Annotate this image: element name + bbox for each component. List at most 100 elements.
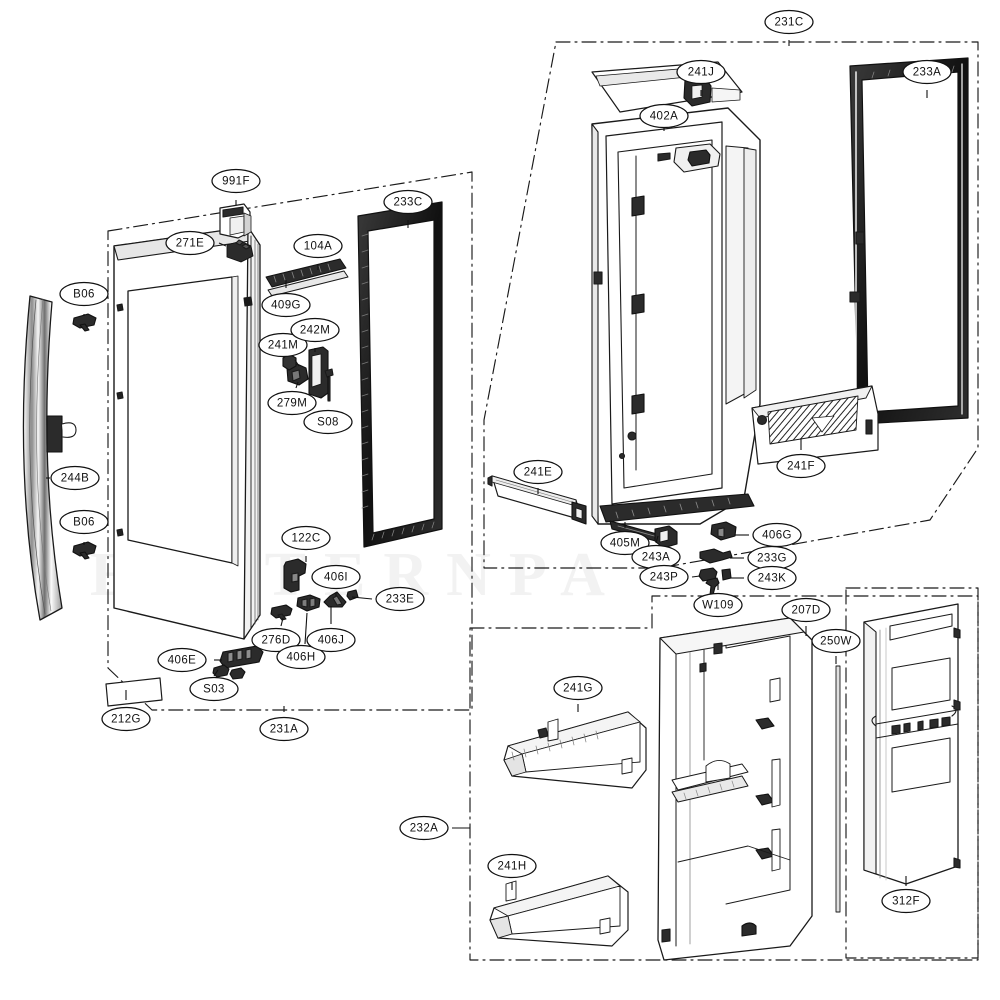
callout-241M[interactable]: 241M [258, 332, 308, 367]
callout-bubble[interactable] [50, 465, 100, 491]
callout-406I[interactable]: 406I [311, 564, 361, 597]
part-243K-pin [721, 568, 732, 581]
callout-232A[interactable]: 232A [399, 815, 470, 841]
callout-label: 241G [563, 683, 593, 695]
callout-122C[interactable]: 122C [281, 525, 331, 563]
callout-bubble[interactable] [676, 59, 726, 85]
part-244B-door-handle [22, 295, 77, 621]
callout-bubble[interactable] [290, 317, 340, 343]
callout-402A[interactable]: 402A [639, 103, 689, 132]
callout-243K[interactable]: 243K [730, 565, 797, 591]
callout-label: 241H [497, 861, 526, 873]
callout-bubble[interactable] [211, 168, 261, 194]
callout-bubble[interactable] [639, 564, 689, 590]
callout-271E[interactable]: 271E [165, 230, 227, 256]
callout-bubble[interactable] [59, 509, 109, 535]
callout-231A[interactable]: 231A [259, 706, 309, 742]
part-233A-door-gasket [849, 57, 969, 425]
callout-bubble[interactable] [189, 676, 239, 702]
callout-276D[interactable]: 276D [251, 617, 301, 653]
callout-233C[interactable]: 233C [383, 189, 433, 229]
callout-207D[interactable]: 207D [781, 597, 831, 637]
callout-bubble[interactable] [639, 103, 689, 129]
callout-312F[interactable]: 312F [881, 876, 931, 914]
part-right-door-liner [591, 107, 761, 525]
callout-bubble[interactable] [165, 230, 215, 256]
callout-406J[interactable]: 406J [306, 606, 356, 653]
callout-241G[interactable]: 241G [553, 675, 603, 713]
callout-bubble[interactable] [487, 853, 537, 879]
callout-bubble[interactable] [776, 453, 826, 479]
callout-405M[interactable]: 405M [600, 522, 650, 556]
callout-bubble[interactable] [267, 390, 317, 416]
callout-S08[interactable]: S08 [303, 376, 353, 435]
callout-243P[interactable]: 243P [639, 564, 701, 590]
callout-bubble[interactable] [281, 525, 331, 551]
callout-bubble[interactable] [399, 815, 449, 841]
part-406G-clip [710, 521, 737, 541]
callout-279M[interactable]: 279M [267, 381, 317, 416]
callout-bubble[interactable] [764, 9, 814, 35]
callout-231C[interactable]: 231C [764, 9, 814, 47]
callout-bubble[interactable] [902, 59, 952, 85]
callout-bubble[interactable] [303, 409, 353, 435]
callout-242M[interactable]: 242M [290, 317, 340, 353]
callout-bubble[interactable] [261, 292, 311, 318]
callout-bubble[interactable] [383, 189, 433, 215]
callout-W109[interactable]: W109 [693, 584, 743, 618]
callout-label: 312F [892, 896, 920, 908]
callout-bubble[interactable] [276, 644, 326, 670]
callout-bubble[interactable] [101, 706, 151, 732]
part-241E-handle-bar [487, 475, 587, 525]
callout-S03[interactable]: S03 [189, 669, 239, 702]
callout-241E[interactable]: 241E [513, 459, 563, 495]
callout-406H[interactable]: 406H [276, 612, 326, 670]
callout-B06[interactable]: B06 [59, 509, 109, 546]
callout-241F[interactable]: 241F [776, 438, 826, 479]
callout-991F[interactable]: 991F [211, 168, 261, 206]
callout-bubble[interactable] [693, 592, 743, 618]
callout-bubble[interactable] [259, 716, 309, 742]
part-243A-bracket [654, 525, 678, 549]
callout-241J[interactable]: 241J [676, 59, 726, 97]
leader-line [294, 359, 300, 367]
callout-label: 406H [286, 652, 315, 664]
part-B06-screw-top [72, 313, 97, 332]
callout-bubble[interactable] [258, 332, 308, 358]
callout-bubble[interactable] [375, 586, 425, 612]
callout-bubble[interactable] [747, 565, 797, 591]
callout-bubble[interactable] [306, 627, 356, 653]
callout-bubble[interactable] [311, 564, 361, 590]
callout-bubble[interactable] [881, 888, 931, 914]
callout-bubble[interactable] [251, 627, 301, 653]
callout-233E[interactable]: 233E [351, 586, 425, 612]
callout-bubble[interactable] [157, 647, 207, 673]
callout-bubble[interactable] [811, 628, 861, 654]
callout-bubble[interactable] [59, 281, 109, 307]
callout-233A[interactable]: 233A [902, 59, 952, 99]
part-279M-hinge-cover [286, 363, 309, 386]
callout-241H[interactable]: 241H [487, 853, 537, 891]
group-boundary-312F [845, 587, 979, 959]
leader-line [213, 669, 219, 677]
callout-bubble[interactable] [293, 233, 343, 259]
callout-104A[interactable]: 104A [293, 233, 343, 271]
callout-406E[interactable]: 406E [157, 647, 222, 673]
callout-bubble[interactable] [553, 675, 603, 701]
callout-406G[interactable]: 406G [735, 522, 802, 548]
callout-244B[interactable]: 244B [46, 465, 100, 491]
callout-409G[interactable]: 409G [261, 280, 311, 318]
callout-bubble[interactable] [513, 459, 563, 485]
callout-B06[interactable]: B06 [59, 281, 109, 317]
callout-label: 233G [757, 553, 787, 565]
callout-bubble[interactable] [781, 597, 831, 623]
callout-label: 241M [268, 340, 298, 352]
callout-label: 242M [300, 325, 330, 337]
callout-212G[interactable]: 212G [101, 690, 151, 732]
callout-233G[interactable]: 233G [730, 545, 797, 571]
callout-250W[interactable]: 250W [811, 628, 861, 665]
callout-bubble[interactable] [600, 530, 650, 556]
part-left-door-panel [113, 226, 261, 640]
